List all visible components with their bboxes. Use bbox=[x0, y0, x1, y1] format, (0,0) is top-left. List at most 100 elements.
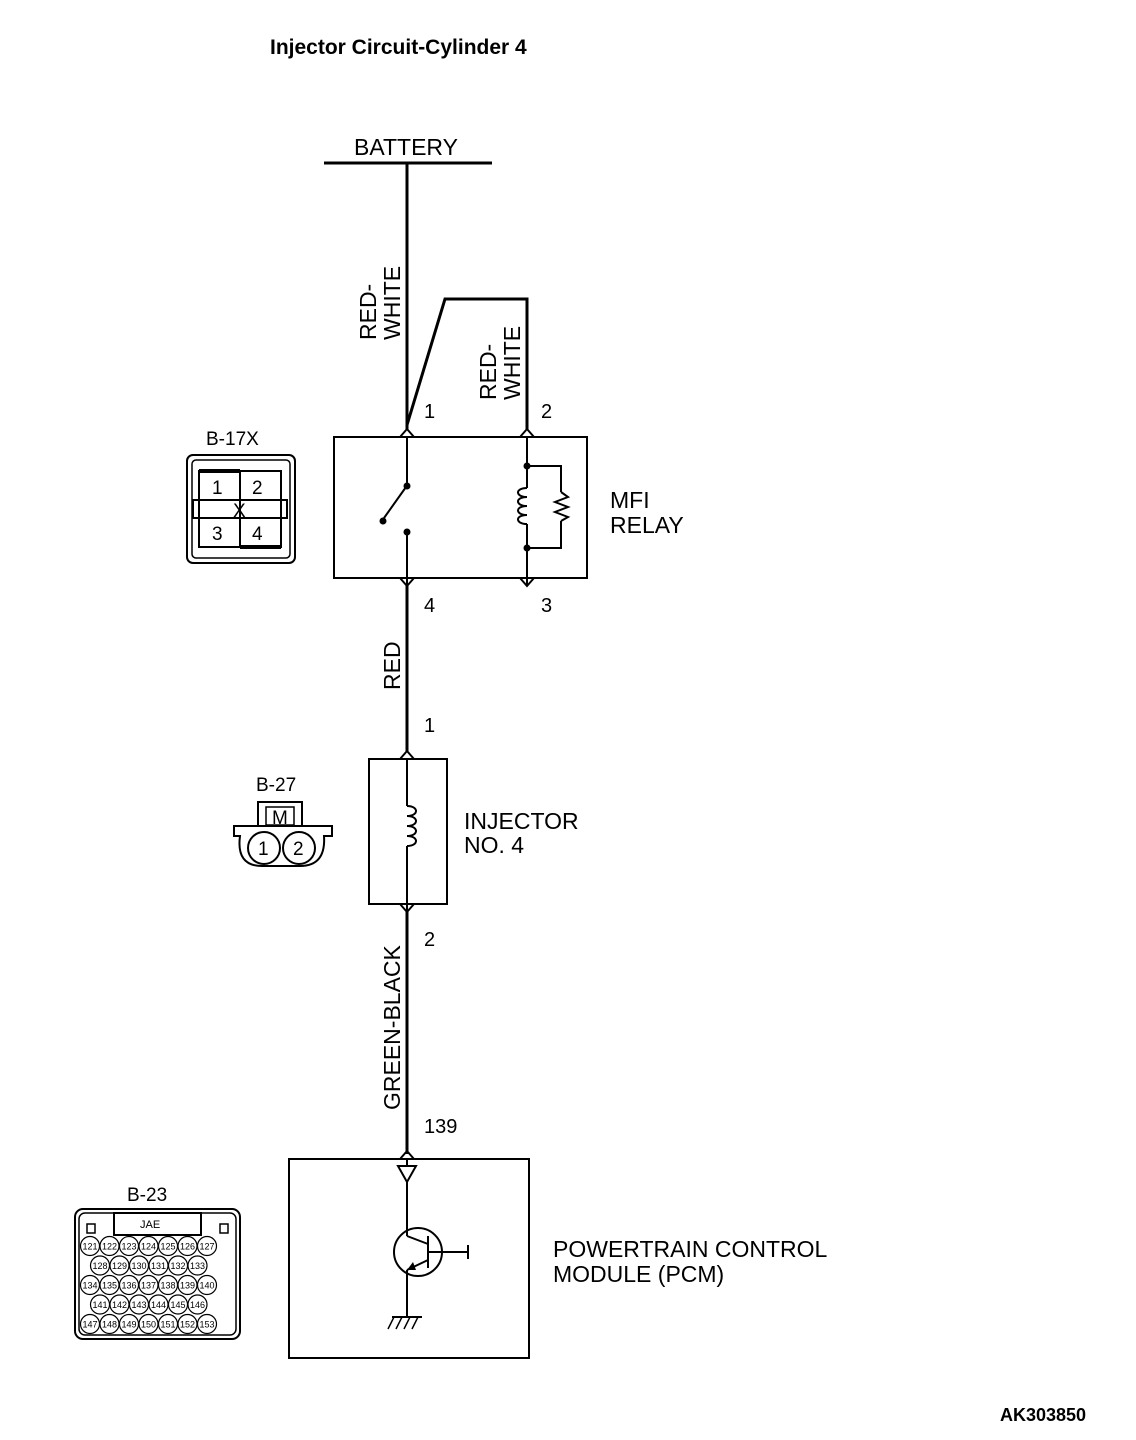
b23-pin-label: 135 bbox=[102, 1281, 117, 1291]
b27-cell-1: 1 bbox=[258, 839, 269, 860]
b23-pin-label: 153 bbox=[199, 1320, 214, 1330]
relay-name-1: MFI bbox=[610, 487, 650, 513]
relay-pin-4: 4 bbox=[424, 595, 435, 617]
b23-pin-label: 136 bbox=[121, 1281, 136, 1291]
b23-pin-circle bbox=[187, 1294, 208, 1315]
b23-label: B-23 bbox=[127, 1185, 167, 1206]
wire-color-label-4: GREEN-BLACK bbox=[379, 944, 405, 1110]
b23-pin-label: 141 bbox=[92, 1300, 107, 1310]
b17x-label: B-17X bbox=[206, 429, 259, 450]
pcm-transistor-collector-diag bbox=[406, 1235, 429, 1245]
injector-name-2: NO. 4 bbox=[464, 832, 524, 858]
b23-pin-label: 130 bbox=[131, 1261, 146, 1271]
b23-pin-label: 149 bbox=[121, 1320, 136, 1330]
relay-pin2-arrow bbox=[519, 427, 535, 438]
b23-outer bbox=[74, 1208, 241, 1340]
relay-resistor-frame bbox=[527, 465, 562, 492]
b23-pin-label: 125 bbox=[160, 1242, 175, 1252]
b27-label: B-27 bbox=[256, 775, 296, 796]
b27-pin-circle-1 bbox=[247, 831, 281, 865]
b23-pin-label: 124 bbox=[141, 1242, 156, 1252]
b23-pin-label: 121 bbox=[82, 1242, 97, 1252]
b23-pin-label: 147 bbox=[82, 1320, 97, 1330]
b23-key-right bbox=[219, 1223, 229, 1234]
b17x-cell-4: 4 bbox=[252, 524, 263, 545]
b17x-outer bbox=[186, 454, 296, 564]
b23-pin-label: 127 bbox=[199, 1242, 214, 1252]
ground-icon-hatch-2 bbox=[395, 1316, 403, 1330]
ground-icon-hatch-4 bbox=[411, 1316, 419, 1330]
figure-code: AK303850 bbox=[1000, 1405, 1086, 1425]
b23-maker-box bbox=[113, 1212, 202, 1236]
relay-pin-1: 1 bbox=[424, 401, 435, 423]
mfi-relay-box bbox=[333, 436, 588, 579]
pcm-pin-139: 139 bbox=[424, 1116, 457, 1138]
b23-pin-label: 143 bbox=[131, 1300, 146, 1310]
b23-pin-label: 145 bbox=[170, 1300, 185, 1310]
b23-pin-label: 128 bbox=[92, 1261, 107, 1271]
pcm-box bbox=[288, 1158, 530, 1359]
b17x-cell-3: 3 bbox=[212, 524, 223, 545]
wire-color-label-2b: WHITE bbox=[499, 326, 525, 400]
relay-resistor-frame-bottom bbox=[527, 521, 562, 549]
injector-pin-2: 2 bbox=[424, 929, 435, 951]
b23-pin-label: 148 bbox=[102, 1320, 117, 1330]
injector-coil-icon bbox=[406, 805, 417, 847]
injector-pin-1: 1 bbox=[424, 715, 435, 737]
b23-pin-label: 131 bbox=[151, 1261, 166, 1271]
b23-pin-circle bbox=[196, 1274, 218, 1296]
b23-pin-circle bbox=[187, 1255, 208, 1276]
wire-color-label-2: RED- bbox=[475, 344, 501, 400]
relay-pin1-arrow bbox=[399, 427, 415, 438]
wire-color-label-3: RED bbox=[379, 641, 405, 690]
relay-switch-arm bbox=[383, 486, 407, 519]
b23-pin-label: 150 bbox=[141, 1320, 156, 1330]
relay-resistor-icon bbox=[552, 491, 571, 522]
b27-body bbox=[233, 825, 333, 867]
b23-pin-label: 142 bbox=[112, 1300, 127, 1310]
b23-maker: JAE bbox=[140, 1219, 160, 1231]
b23-pin-label: 122 bbox=[102, 1242, 117, 1252]
relay-contact-2 bbox=[379, 517, 387, 525]
wire-color-label-1: RED- bbox=[355, 284, 381, 340]
relay-pin-2: 2 bbox=[541, 401, 552, 423]
b17x-mark: X bbox=[233, 501, 246, 522]
b17x-latch bbox=[192, 499, 288, 519]
b23-pin-label: 137 bbox=[141, 1281, 156, 1291]
ground-icon-hatch-1 bbox=[387, 1316, 395, 1330]
pcm-pin-arrow bbox=[399, 1149, 415, 1160]
b23-pin-grid: 121 122 123 124 125 126 127 128 129 130 131 132 133 1… bbox=[79, 1235, 218, 1335]
relay-pin-3: 3 bbox=[541, 595, 552, 617]
b23-key-left bbox=[86, 1223, 96, 1234]
b17x-cell-2: 2 bbox=[252, 478, 263, 499]
diagram-title: Injector Circuit-Cylinder 4 bbox=[270, 36, 527, 59]
pcm-name-1: POWERTRAIN CONTROL bbox=[553, 1236, 828, 1262]
b23-pin-label: 132 bbox=[170, 1261, 185, 1271]
ground-icon-hatch-3 bbox=[403, 1316, 411, 1330]
b27-mark: M bbox=[272, 808, 288, 829]
b23-pin-label: 146 bbox=[190, 1300, 205, 1310]
b23-pin-label: 140 bbox=[199, 1281, 214, 1291]
relay-name-2: RELAY bbox=[610, 512, 684, 538]
pcm-name-2: MODULE (PCM) bbox=[553, 1261, 724, 1287]
relay-coil-icon bbox=[517, 487, 528, 525]
injector-name-1: INJECTOR bbox=[464, 808, 579, 834]
injector-pin1-arrow bbox=[399, 749, 415, 760]
b23-pin-label: 123 bbox=[121, 1242, 136, 1252]
b23-pin-label: 152 bbox=[180, 1320, 195, 1330]
pcm-input-triangle bbox=[396, 1165, 418, 1185]
b23-pin-circle bbox=[196, 1313, 218, 1335]
wire-color-label-1b: WHITE bbox=[379, 266, 405, 340]
b17x-cell-1: 1 bbox=[212, 478, 223, 499]
b27-cell-2: 2 bbox=[293, 839, 304, 860]
b23-pin-label: 126 bbox=[180, 1242, 195, 1252]
b23-pin-label: 129 bbox=[112, 1261, 127, 1271]
b27-pin-circle-2 bbox=[282, 831, 316, 865]
wire-branch-relay-coil bbox=[405, 297, 529, 430]
b23-pin-label: 138 bbox=[160, 1281, 175, 1291]
pcm-transistor-emitter-arrow bbox=[407, 1262, 416, 1270]
b23-pin-label: 133 bbox=[190, 1261, 205, 1271]
b23-pin-circle bbox=[196, 1235, 218, 1257]
b23-pin-label: 139 bbox=[180, 1281, 195, 1291]
